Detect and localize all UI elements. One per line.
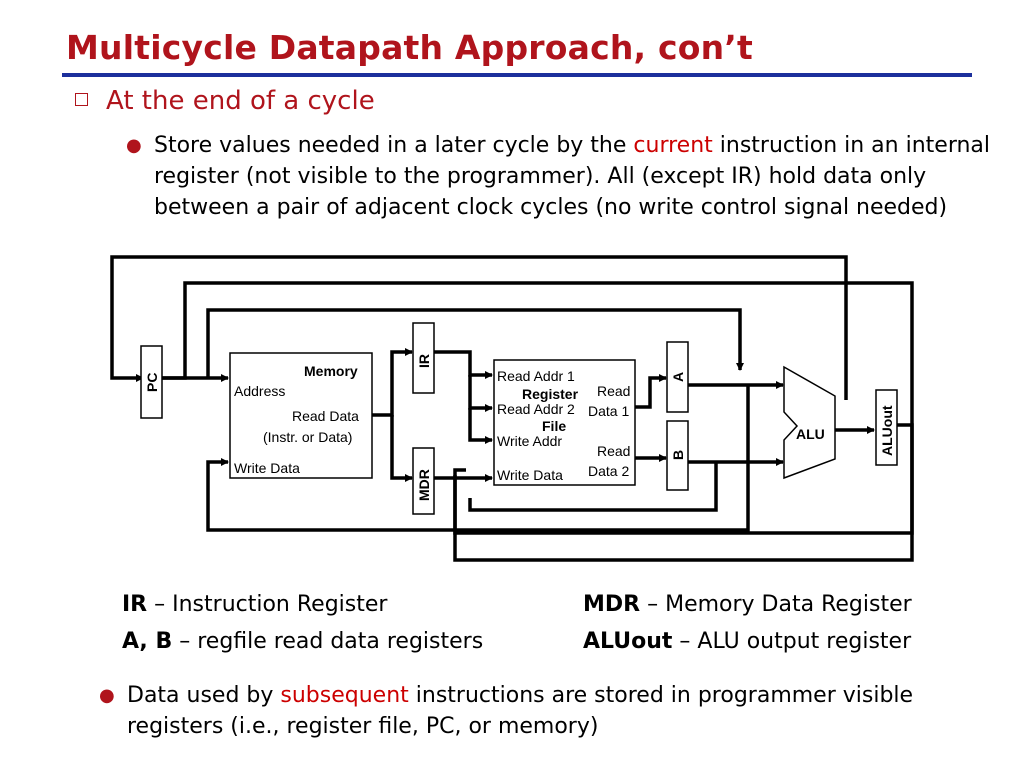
level1-text: At the end of a cycle (106, 86, 375, 116)
legend-ir-def: – Instruction Register (147, 592, 388, 617)
wire-pc-to-alu (206, 308, 744, 378)
pc-register (140, 345, 163, 419)
regfile-read-addr2: Read Addr 2 (497, 401, 575, 417)
legend-mdr: MDR – Memory Data Register (583, 592, 912, 617)
ir-label: IR (416, 354, 432, 368)
register-file-block (493, 359, 636, 486)
legend-aluout: ALUout – ALU output register (583, 629, 911, 654)
slide-title: Multicycle Datapath Approach, con’t (66, 28, 754, 67)
wire-to-pc (110, 255, 848, 400)
a-label: A (670, 372, 686, 382)
regfile-title-2: File (542, 418, 566, 434)
memory-address-label: Address (234, 383, 285, 399)
legend-ir-term: IR (122, 592, 148, 617)
round-bullet-icon: ● (126, 135, 142, 156)
memory-block (229, 352, 373, 479)
level1-bullet: At the end of a cycle (75, 86, 375, 116)
regfile-write-data: Write Data (497, 467, 563, 483)
round-bullet-icon: ● (99, 685, 115, 706)
legend-mdr-def: – Memory Data Register (640, 592, 912, 617)
regfile-read-data1-b: Data 1 (588, 403, 629, 419)
mdr-register (412, 447, 435, 515)
regfile-title-1: Register (522, 386, 579, 402)
regfile-read-data2-b: Data 2 (588, 463, 629, 479)
bullet-1: ● Store values needed in a later cycle b… (126, 130, 999, 223)
memory-read-data-sub: (Instr. or Data) (263, 429, 352, 445)
bullet-1-text-before: Store values needed in a later cycle by … (154, 133, 634, 158)
legend-aluout-term: ALUout (583, 629, 673, 654)
hollow-square-bullet-icon (75, 93, 88, 106)
legend-ab-def: – regfile read data registers (172, 629, 484, 654)
wire-b-loop (468, 462, 718, 512)
bullet-1-text-after: instruction in an internal register (not… (154, 133, 991, 220)
regfile-write-addr: Write Addr (497, 433, 562, 449)
regfile-read-data2-a: Read (597, 443, 630, 459)
legend-ir: IR – Instruction Register (122, 592, 387, 617)
wire-ir-to-wa (468, 408, 493, 444)
bullet-2: ● Data used by subsequent instructions a… (99, 680, 987, 742)
aluout-register (875, 389, 898, 466)
legend-aluout-def: – ALU output register (672, 629, 912, 654)
memory-write-data-label: Write Data (234, 460, 300, 476)
alu-block (783, 365, 836, 480)
ir-register (412, 322, 435, 394)
a-register (666, 341, 689, 413)
wire-mem-to-ir (372, 348, 413, 417)
mdr-label: MDR (416, 469, 432, 501)
b-register (666, 420, 689, 491)
regfile-read-addr1: Read Addr 1 (497, 368, 575, 384)
wire-ir-to-ra2 (468, 375, 493, 412)
b-label: B (670, 450, 686, 460)
legend-ab: A, B – regfile read data registers (122, 629, 483, 654)
memory-title: Memory (304, 363, 358, 379)
aluout-label: ALUout (879, 405, 895, 456)
bullet-2-text-before: Data used by (127, 683, 281, 708)
wire-ir-to-ra1 (434, 350, 493, 379)
bullet-2-text-after: instructions are stored in programmer vi… (127, 683, 914, 739)
datapath-wires (110, 255, 914, 562)
alu-label: ALU (796, 426, 825, 442)
wire-mem-to-mdr (390, 415, 413, 482)
bullet-2-highlight: subsequent (280, 683, 409, 708)
legend-mdr-term: MDR (583, 592, 641, 617)
bullet-1-highlight: current (633, 133, 713, 158)
wire-rd1-to-a (635, 374, 667, 409)
wire-to-mem-write-data (206, 385, 750, 532)
title-underline (62, 73, 972, 77)
memory-read-data-label: Read Data (292, 408, 359, 424)
pc-label: PC (144, 373, 160, 392)
legend-ab-term: A, B (122, 629, 173, 654)
regfile-read-data1-a: Read (597, 383, 630, 399)
